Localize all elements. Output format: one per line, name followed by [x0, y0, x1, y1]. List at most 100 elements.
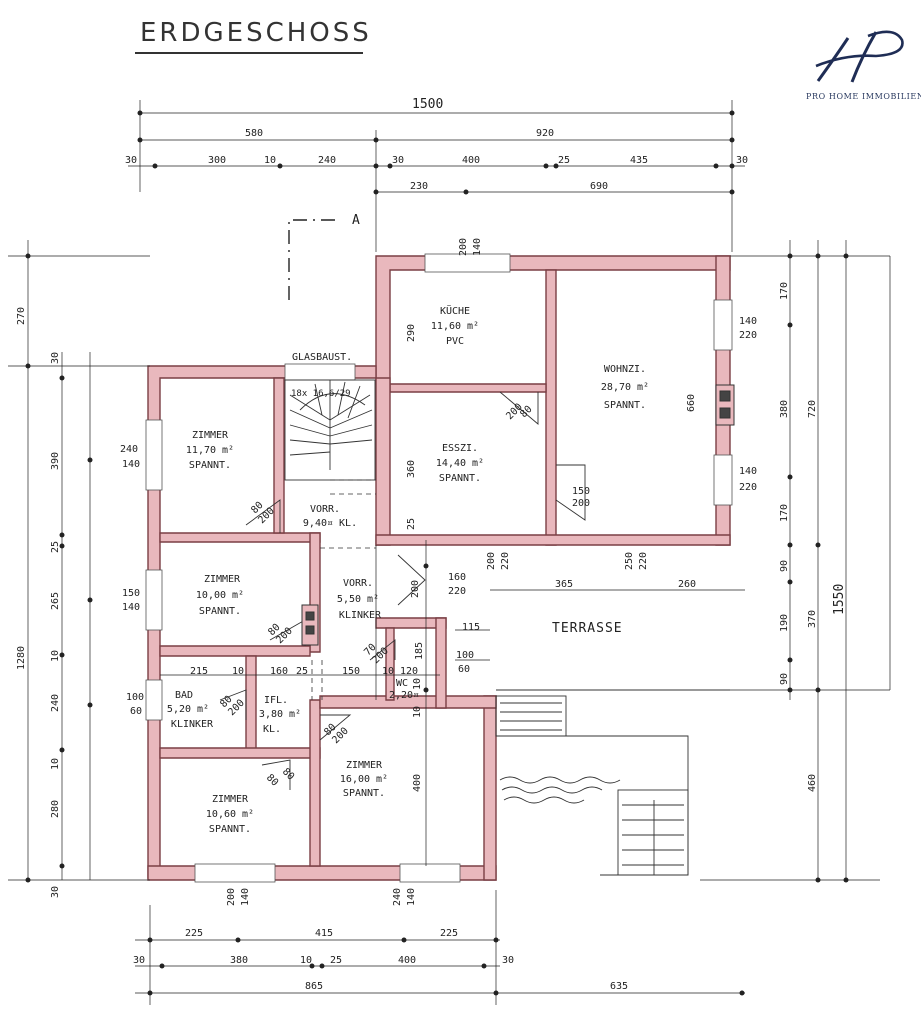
- dim-left-30a: 30: [50, 352, 61, 364]
- bad-win-100: 100: [126, 692, 144, 703]
- room-fl-area: 3,80 m²: [259, 709, 301, 720]
- terrace-label: TERRASSE: [552, 621, 623, 636]
- wohn-win1-140: 140: [739, 316, 757, 327]
- dim-left-270: 270: [16, 307, 27, 325]
- dim-left-265: 265: [50, 592, 61, 610]
- room-zimmer3-name: ZIMMER: [212, 794, 249, 805]
- room-zimmer2-floor: SPANNT.: [199, 606, 241, 617]
- dim-top-30a: 30: [125, 155, 137, 166]
- win-top-140: 140: [472, 238, 483, 256]
- vorr-door-160: 160: [448, 572, 466, 583]
- dim-top-230: 230: [410, 181, 428, 192]
- window-openings: [145, 253, 733, 883]
- vorr-door-220: 220: [448, 586, 466, 597]
- room-bad-name: BAD: [175, 690, 193, 701]
- dim-top-400: 400: [462, 155, 480, 166]
- staircase: [284, 379, 376, 481]
- room-wohnzi-floor: SPANNT.: [604, 400, 646, 411]
- dim-right-720: 720: [807, 400, 818, 418]
- ess-door-200: 200: [572, 498, 590, 509]
- section-label: A: [352, 213, 361, 228]
- row-215: 215: [190, 666, 208, 677]
- dim-right-170a: 170: [779, 282, 790, 300]
- zi3-win-200: 200: [226, 888, 237, 906]
- dim-bot-400: 400: [398, 955, 416, 966]
- room-zimmer4-name: ZIMMER: [346, 760, 383, 771]
- dim-top-300: 300: [208, 155, 226, 166]
- room-kueche-floor: PVC: [446, 336, 464, 347]
- row-25: 25: [296, 666, 308, 677]
- brand-logo: PRO HOME IMMOBILIEN: [806, 26, 921, 101]
- wc-win-60: 60: [458, 664, 470, 675]
- dim-top-10: 10: [264, 155, 276, 166]
- room-zimmer-3: ZIMMER 10,60 m² SPANNT.: [206, 794, 254, 835]
- room-esszi: ESSZI. 14,40 m² SPANNT.: [436, 443, 484, 484]
- dim-bot-865: 865: [305, 981, 323, 992]
- room-wohnzi-area: 28,70 m²: [601, 382, 649, 393]
- wohn-win2-220: 220: [739, 482, 757, 493]
- stair-steps-label: 18x 16,6/29: [291, 389, 351, 399]
- zi4-win-240: 240: [392, 888, 403, 906]
- room-wc: WC 2,20¤: [389, 678, 419, 701]
- room-vorr2-name: VORR.: [343, 578, 373, 589]
- bad-win-60: 60: [130, 706, 142, 717]
- section-marker: [288, 219, 335, 300]
- room-zimmer3-floor: SPANNT.: [209, 824, 251, 835]
- room-fl-floor: KL.: [263, 724, 281, 735]
- zi2-win-140: 140: [122, 602, 140, 613]
- height-10b: 10: [412, 706, 423, 718]
- dimension-lines: [8, 100, 891, 1005]
- dim-total-width: 1500: [412, 97, 443, 112]
- room-zimmer2-name: ZIMMER: [204, 574, 241, 585]
- dim-left-280: 280: [50, 800, 61, 818]
- room-bad-floor: KLINKER: [171, 719, 214, 730]
- dim-right-170b: 170: [779, 504, 790, 522]
- row-150: 150: [342, 666, 360, 677]
- kue-height-290: 290: [406, 324, 417, 342]
- room-vorr1-area: 9,40¤ KL.: [303, 518, 357, 529]
- room-zimmer-1: ZIMMER 11,70 m² SPANNT.: [186, 430, 234, 471]
- dim-right-1550: 1550: [832, 584, 847, 615]
- wohn-win2-140: 140: [739, 466, 757, 477]
- zi4-height-400: 400: [412, 774, 423, 792]
- walls: [147, 255, 731, 881]
- room-fl: IFL. 3,80 m² KL.: [259, 695, 301, 735]
- dim-right-90b: 90: [779, 673, 790, 685]
- dashed-lines: [311, 479, 376, 700]
- plan-title: ERDGESCHOSS: [140, 18, 372, 48]
- room-bad-area: 5,20 m²: [167, 704, 209, 715]
- room-zimmer4-area: 16,00 m²: [340, 774, 388, 785]
- row-10b: 10: [382, 666, 394, 677]
- zi1-win-240: 240: [120, 444, 138, 455]
- terr-door1-200: 200: [486, 552, 497, 570]
- height-25: 25: [406, 518, 417, 530]
- dim-right-90a: 90: [779, 560, 790, 572]
- dim-left-390: 390: [50, 452, 61, 470]
- room-zimmer4-floor: SPANNT.: [343, 788, 385, 799]
- dim-bot-25: 25: [330, 955, 342, 966]
- dim-top-435: 435: [630, 155, 648, 166]
- title-underline: [135, 52, 363, 54]
- room-wc-area: 2,20¤: [389, 690, 419, 701]
- room-kueche-area: 11,60 m²: [431, 321, 479, 332]
- dim-left-240: 240: [50, 694, 61, 712]
- room-zimmer1-floor: SPANNT.: [189, 460, 231, 471]
- zi1-win-140: 140: [122, 459, 140, 470]
- ess-door-150: 150: [572, 486, 590, 497]
- zi3-door-200-label: 80: [280, 766, 296, 782]
- room-vorr-1: VORR. 9,40¤ KL.: [303, 504, 357, 529]
- dim-left-10a: 10: [50, 650, 61, 662]
- room-zimmer1-area: 11,70 m²: [186, 445, 234, 456]
- dim-bot-415: 415: [315, 928, 333, 939]
- room-esszi-floor: SPANNT.: [439, 473, 481, 484]
- room-esszi-area: 14,40 m²: [436, 458, 484, 469]
- vorr-door-200: 200: [410, 580, 421, 598]
- wohn-win1-220: 220: [739, 330, 757, 341]
- room-zimmer-4: ZIMMER 16,00 m² SPANNT.: [340, 760, 388, 799]
- dim-bot-30a: 30: [133, 955, 145, 966]
- room-esszi-name: ESSZI.: [442, 443, 478, 454]
- room-zimmer2-area: 10,00 m²: [196, 590, 244, 601]
- row-185: 185: [414, 642, 425, 660]
- room-kueche: KÜCHE 11,60 m² PVC: [431, 304, 479, 347]
